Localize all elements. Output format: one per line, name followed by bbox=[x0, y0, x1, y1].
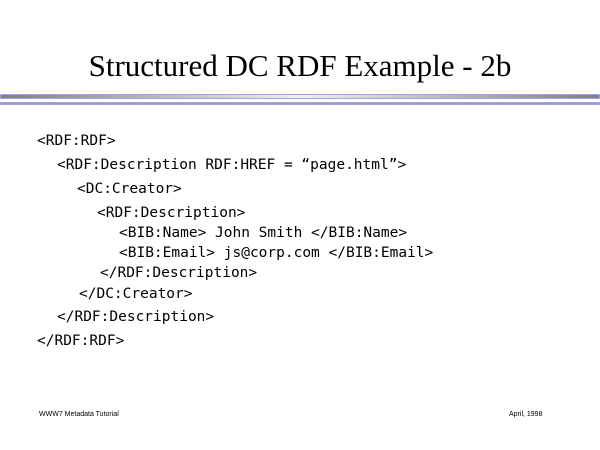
title-divider-thin bbox=[0, 102, 600, 105]
title-divider bbox=[0, 94, 600, 99]
code-line: </RDF:Description> bbox=[57, 309, 215, 325]
footer-left: WWW7 Metadata Tutorial bbox=[39, 411, 119, 418]
footer-right: April, 1998 bbox=[509, 411, 543, 418]
code-line: </DC:Creator> bbox=[79, 286, 193, 302]
code-line: </RDF:RDF> bbox=[37, 333, 125, 349]
code-line: <RDF:Description> bbox=[97, 205, 246, 221]
code-line: <DC:Creator> bbox=[77, 181, 182, 197]
code-line: <RDF:Description RDF:HREF = “page.html”> bbox=[57, 157, 407, 173]
code-line: <BIB:Name> John Smith </BIB:Name> bbox=[119, 225, 408, 241]
code-line: <BIB:Email> js@corp.com </BIB:Email> bbox=[119, 245, 434, 261]
code-line: </RDF:Description> bbox=[100, 265, 258, 281]
slide-title: Structured DC RDF Example - 2b bbox=[88, 48, 512, 83]
code-line: <RDF:RDF> bbox=[37, 133, 116, 149]
